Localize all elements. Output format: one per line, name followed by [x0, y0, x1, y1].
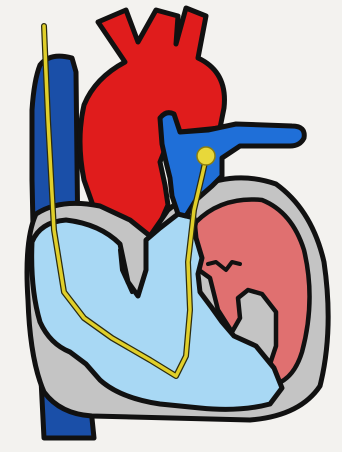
catheter-tip: [197, 147, 215, 165]
